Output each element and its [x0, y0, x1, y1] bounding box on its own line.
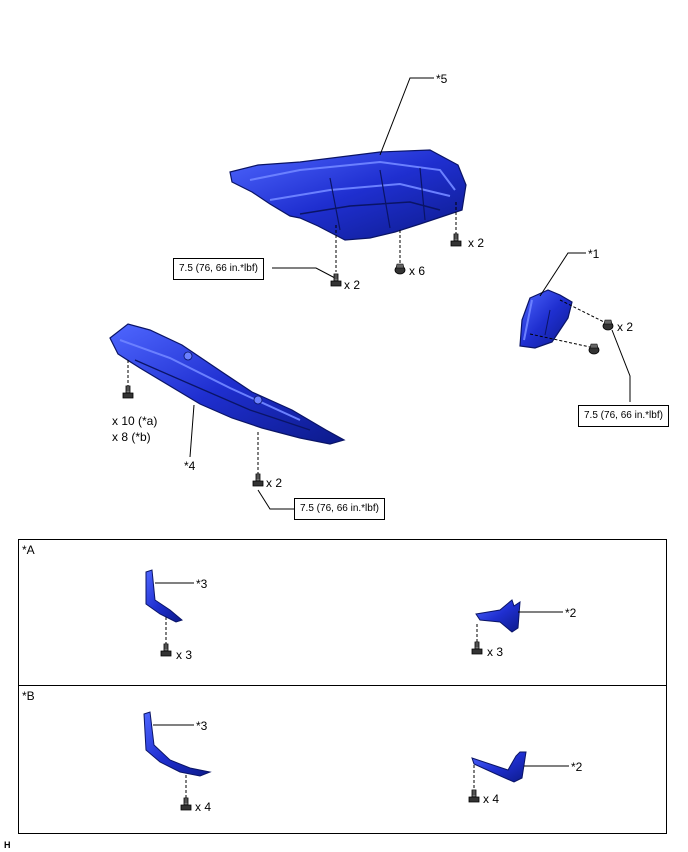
part-label-4: *4: [184, 459, 196, 473]
under-cover-part-5: [229, 149, 467, 241]
qty-label: x 6: [409, 264, 426, 278]
variant-b-label: *B: [22, 689, 35, 703]
part-label-1: *1: [588, 247, 600, 261]
bolt-icon: [330, 273, 342, 287]
leader-torque-part-4: [257, 489, 295, 510]
part-label-3: *3: [196, 719, 208, 733]
part-label-3: *3: [196, 577, 208, 591]
qty-label: x 3: [176, 648, 193, 662]
clip-icon: [394, 263, 406, 275]
leader-part-5: [379, 77, 434, 156]
bracket-part-2-variant-b: [471, 751, 527, 783]
corner-mark: H: [4, 840, 11, 850]
qty-label: x 4: [483, 792, 500, 806]
qty-label-b: x 8 (*b): [112, 430, 151, 444]
part-label-2: *2: [565, 606, 577, 620]
qty-label: x 2: [468, 236, 485, 250]
leader-torque-part-1: [611, 329, 631, 402]
bolt-icon: [252, 473, 264, 487]
leader-torque-part-5: [272, 267, 336, 279]
clip-icon: [588, 343, 600, 355]
variant-b-panel: [18, 685, 667, 834]
bolt-icon: [122, 385, 134, 399]
bracket-part-3-variant-a: [145, 569, 184, 623]
part-label-5: *5: [436, 72, 448, 86]
torque-spec-box: 7.5 (76, 66 in.*lbf): [173, 258, 264, 280]
qty-label-a: x 10 (*a): [112, 414, 158, 428]
bolt-icon: [450, 233, 462, 247]
qty-label: x 4: [195, 800, 212, 814]
qty-label: x 2: [266, 476, 283, 490]
bracket-part-3-variant-b: [143, 711, 212, 777]
leader-part-1: [539, 252, 586, 297]
variant-a-label: *A: [22, 543, 35, 557]
torque-spec-box: 7.5 (76, 66 in.*lbf): [294, 498, 385, 520]
qty-label: x 2: [617, 320, 634, 334]
qty-label: x 3: [487, 645, 504, 659]
torque-spec-box: 7.5 (76, 66 in.*lbf): [578, 405, 669, 427]
part-label-2: *2: [571, 760, 583, 774]
under-cover-part-4: [109, 323, 346, 445]
qty-label: x 2: [344, 278, 361, 292]
clip-icon: [602, 319, 614, 331]
bracket-part-2-variant-a: [475, 599, 521, 633]
leader-part-4: [189, 404, 195, 458]
bracket-part-1: [519, 289, 573, 349]
